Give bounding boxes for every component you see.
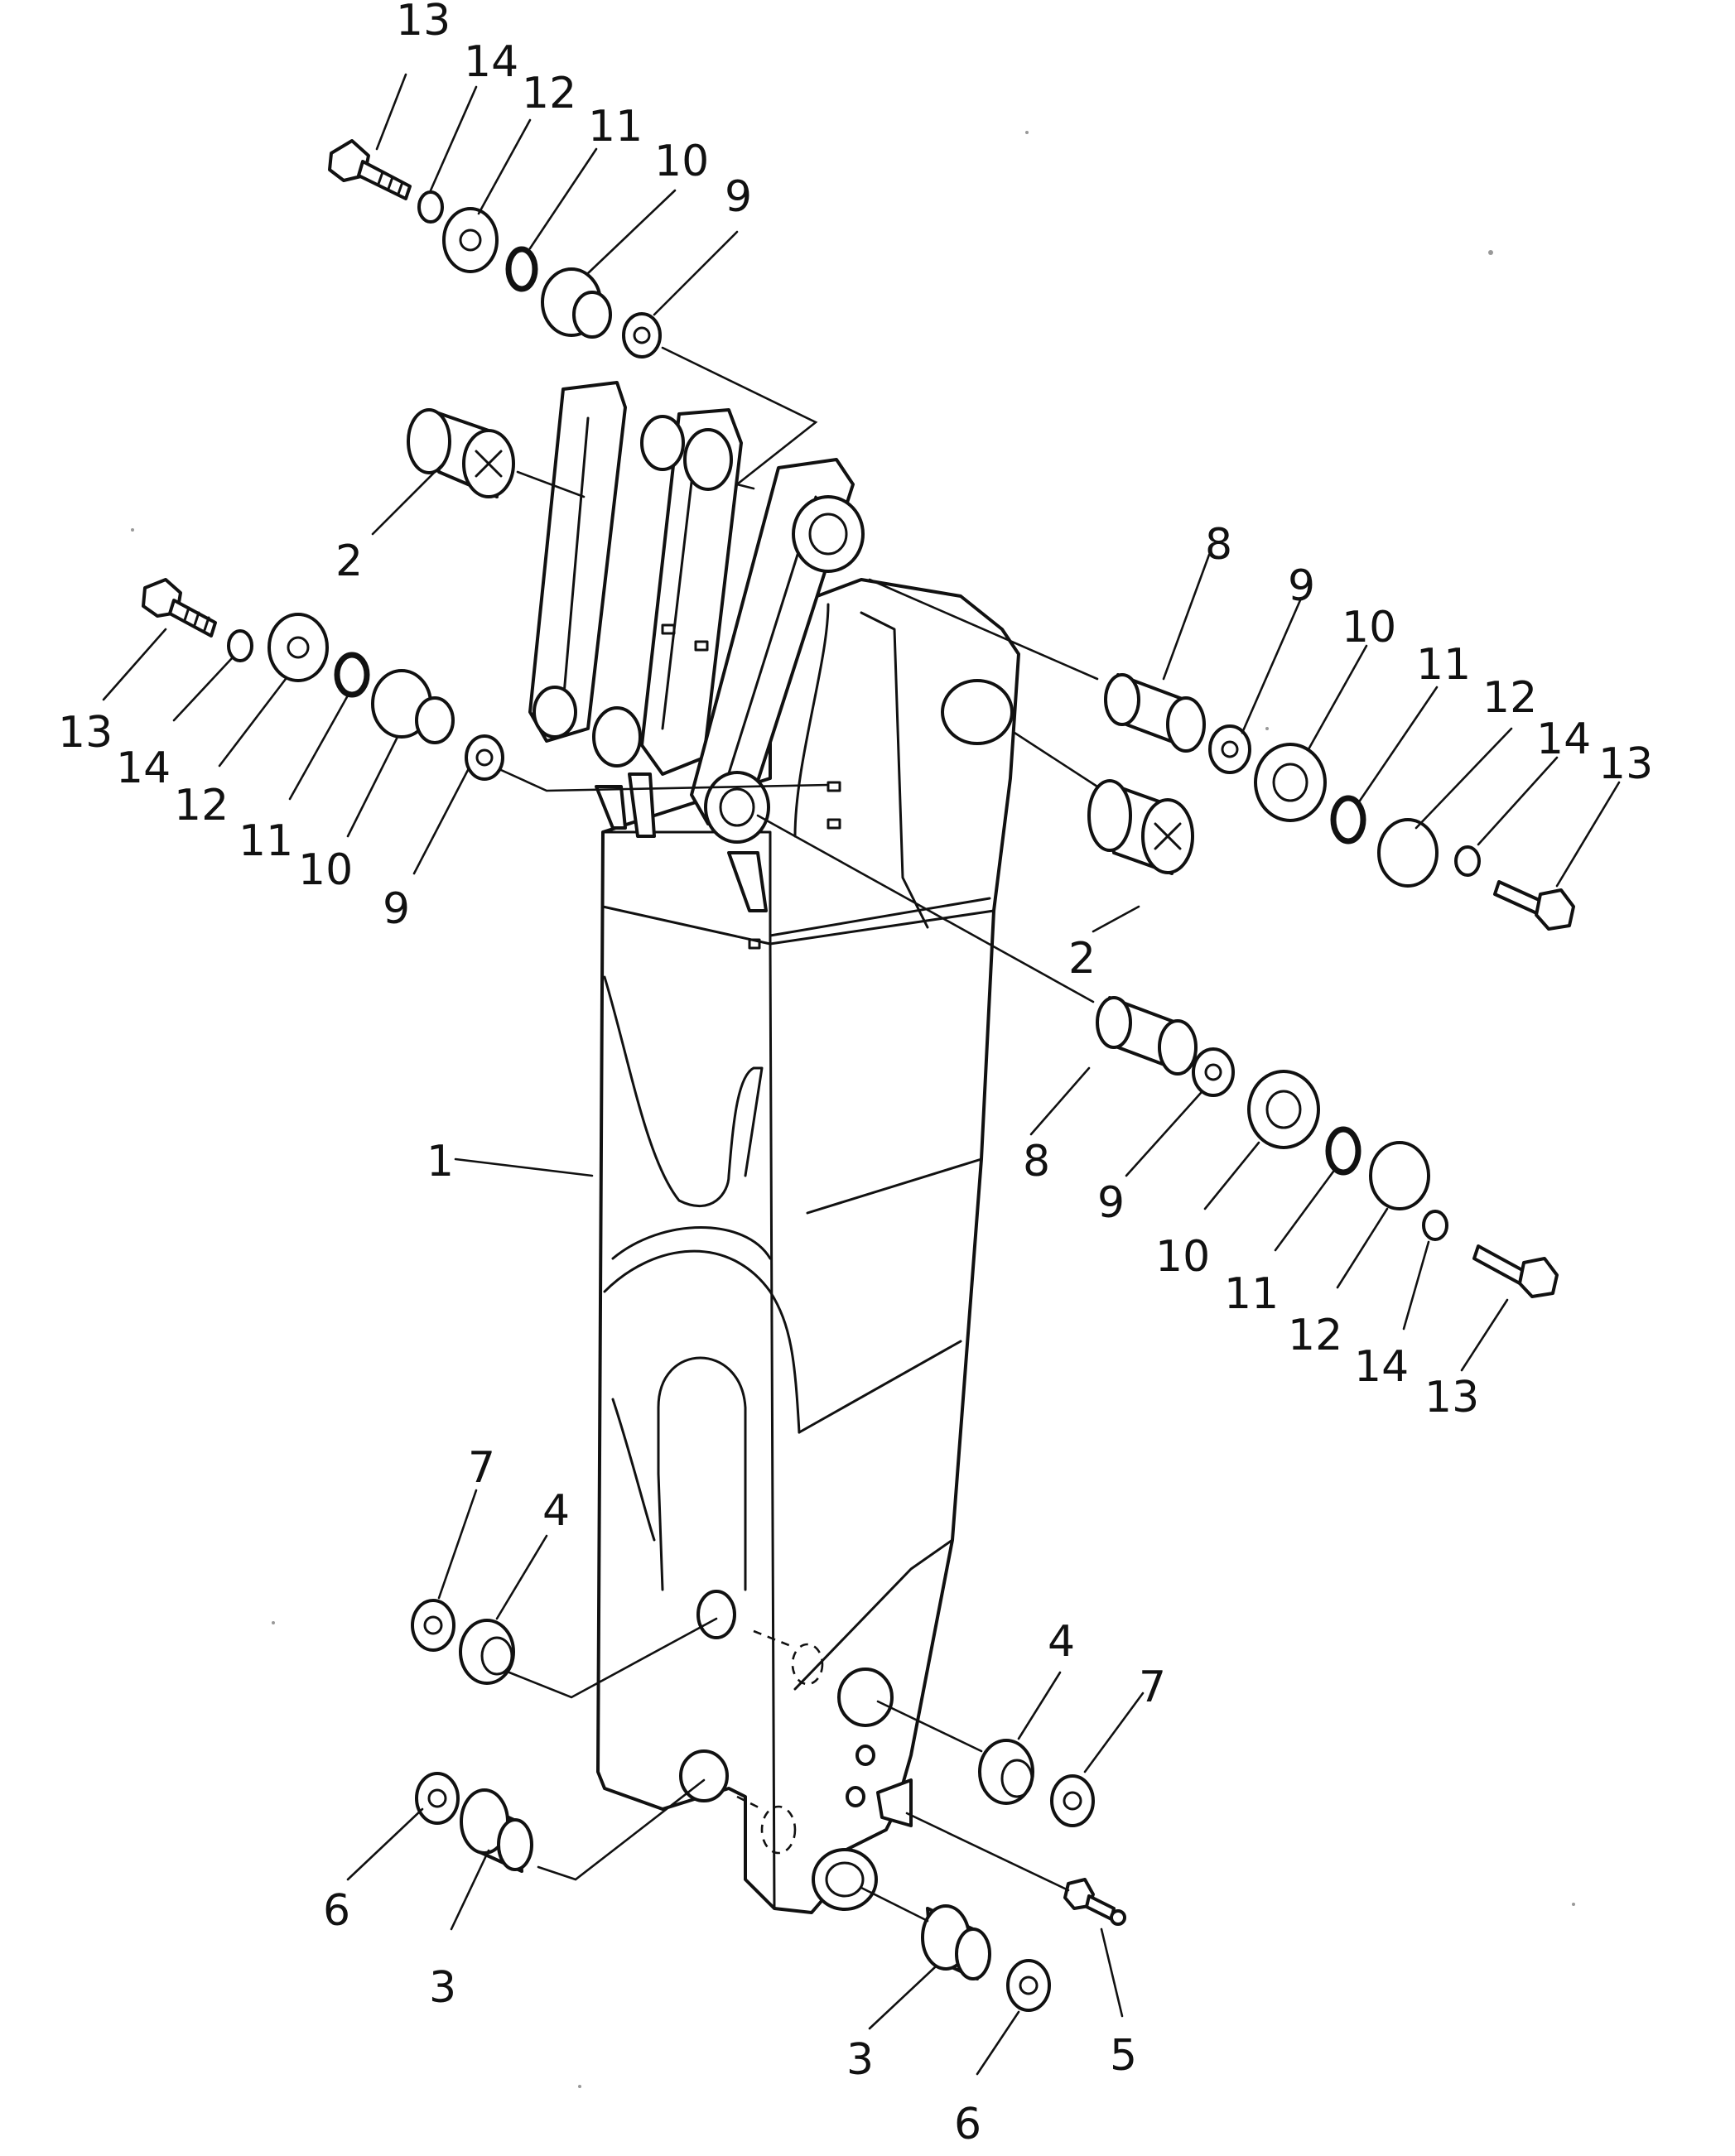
bolt-13-left xyxy=(142,578,217,638)
link-upper-left-eye xyxy=(640,415,685,471)
callout-12-left: 12 xyxy=(174,781,229,830)
seal-6-left xyxy=(415,1772,460,1825)
callout-7-right: 7 xyxy=(1139,1663,1166,1712)
nut-9-top xyxy=(622,312,662,359)
washer-14-left xyxy=(227,629,253,662)
callout-10-top: 10 xyxy=(654,137,709,186)
callout-leaders xyxy=(102,73,1621,2076)
callout-14-right-upper: 14 xyxy=(1536,715,1591,764)
link-lower-mid-eye xyxy=(592,706,642,768)
link-lower-left-eye xyxy=(533,686,577,739)
callout-12-right-upper: 12 xyxy=(1482,673,1537,723)
callout-14-left: 14 xyxy=(116,744,171,793)
grease-fitting-5 xyxy=(1063,1878,1126,1926)
bolt-13-right-upper xyxy=(1493,880,1575,931)
collar-10-right-lower xyxy=(1247,1070,1320,1149)
assembly-leaders xyxy=(499,346,1099,1923)
collar-10-left xyxy=(371,669,455,744)
bolt-13-top xyxy=(328,139,412,200)
washer-14-right-lower xyxy=(1422,1210,1448,1241)
boss-top-right xyxy=(792,495,865,573)
nut-9-right-lower xyxy=(1192,1047,1235,1097)
callout-3-left: 3 xyxy=(429,1963,456,2013)
bushing-3-right xyxy=(921,1904,991,1980)
callout-13-left: 13 xyxy=(58,708,113,758)
o-ring-11-right-upper xyxy=(1330,795,1366,845)
callout-13-right-lower: 13 xyxy=(1424,1373,1479,1422)
bushing-3-left xyxy=(460,1788,533,1873)
top-pin-stack xyxy=(328,139,662,359)
callout-11-right-upper: 11 xyxy=(1416,640,1471,690)
callout-4-left: 4 xyxy=(542,1486,570,1536)
boss-center xyxy=(704,771,770,844)
callout-13-top: 13 xyxy=(396,0,451,46)
callout-8-lower: 8 xyxy=(1023,1137,1050,1186)
plate-12-right-upper xyxy=(1377,818,1439,888)
bushing-4-right xyxy=(978,1739,1034,1805)
callout-2-right: 2 xyxy=(1068,934,1096,984)
seal-7-left xyxy=(411,1599,455,1652)
callout-4-right: 4 xyxy=(1048,1617,1075,1667)
callout-10-right-upper: 10 xyxy=(1342,603,1396,652)
arm-body xyxy=(528,381,1020,1914)
callout-10-left: 10 xyxy=(298,845,353,895)
washer-14-top xyxy=(417,190,444,224)
plate-12-top xyxy=(442,207,499,273)
callout-7-left: 7 xyxy=(468,1443,495,1493)
callout-1: 1 xyxy=(427,1137,454,1186)
bushing-4-left xyxy=(459,1619,515,1685)
callout-numbers: 13 14 12 11 10 9 2 13 14 12 11 10 9 8 9 … xyxy=(58,0,1653,2149)
callout-9-left: 9 xyxy=(383,884,410,934)
callout-8-upper: 8 xyxy=(1205,520,1232,570)
o-ring-11-left xyxy=(334,652,370,698)
callout-11-right-lower: 11 xyxy=(1224,1269,1279,1319)
callout-5: 5 xyxy=(1110,2031,1137,2081)
lower-left-pins xyxy=(411,1599,533,1873)
collar-10-right-upper xyxy=(1254,743,1327,822)
pin-8-lower xyxy=(1096,996,1198,1076)
callout-9-top: 9 xyxy=(725,172,752,222)
nut-9-left xyxy=(465,734,504,781)
callout-10-right-lower: 10 xyxy=(1155,1232,1210,1282)
callout-14-top: 14 xyxy=(464,37,518,87)
collar-10-top xyxy=(541,267,612,339)
callout-3-right: 3 xyxy=(846,2035,874,2085)
callout-12-right-lower: 12 xyxy=(1288,1311,1342,1360)
o-ring-11-right-lower xyxy=(1325,1126,1361,1176)
lower-right-pins xyxy=(921,1739,1126,2012)
right-lower-pin-stack xyxy=(1096,996,1559,1298)
callout-12-top: 12 xyxy=(522,69,576,118)
boss-bottom-upper-right xyxy=(837,1668,894,1727)
callout-9-right-lower: 9 xyxy=(1097,1178,1125,1228)
boss-bottom-lower-right xyxy=(812,1848,878,1911)
callout-13-right-upper: 13 xyxy=(1598,739,1653,789)
callout-2-upper-left: 2 xyxy=(335,537,363,586)
left-pin-stack xyxy=(142,578,504,781)
right-upper-pin-stack xyxy=(1087,673,1575,931)
washer-14-right-upper xyxy=(1454,845,1481,877)
plate-12-right-lower xyxy=(1369,1141,1430,1210)
boss-right xyxy=(941,679,1014,745)
bolt-13-right-lower xyxy=(1472,1244,1559,1298)
callout-6-right: 6 xyxy=(954,2100,981,2149)
callout-9-right-upper: 9 xyxy=(1288,561,1315,611)
callout-11-left: 11 xyxy=(239,816,293,866)
pin-8-upper xyxy=(1104,673,1206,753)
seal-7-right xyxy=(1050,1774,1095,1827)
plate-12-left xyxy=(267,613,329,682)
pin-2-right xyxy=(1087,779,1194,875)
callout-6-left: 6 xyxy=(323,1886,350,1936)
nut-9-right-upper xyxy=(1208,724,1251,774)
boss-bottom-upper-left xyxy=(696,1590,736,1639)
callout-11-top: 11 xyxy=(588,102,643,152)
link-upper-mid-eye xyxy=(683,428,733,491)
o-ring-11-top xyxy=(505,246,538,292)
pin-2-upper-left xyxy=(407,408,515,498)
seal-6-right xyxy=(1006,1959,1051,2012)
callout-14-right-lower: 14 xyxy=(1354,1342,1409,1392)
